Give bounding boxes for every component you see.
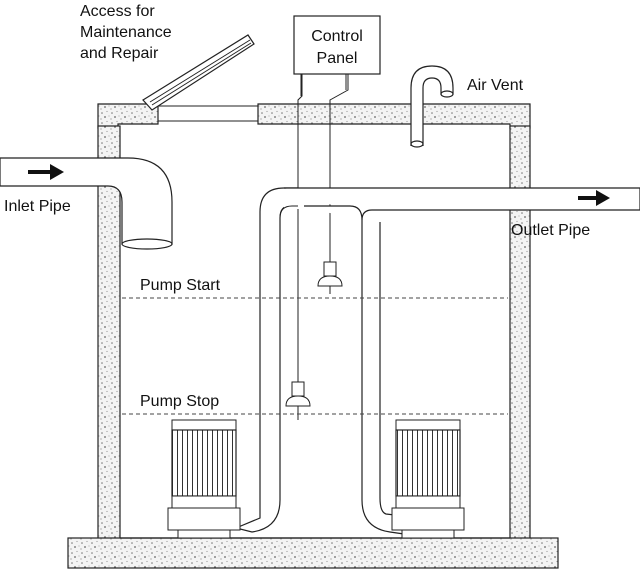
pump-left [168, 420, 240, 538]
control-panel-label-line-2: Panel [317, 50, 358, 67]
float-switch-start [318, 262, 342, 294]
pump-right [392, 420, 464, 538]
pump-start-label: Pump Start [140, 277, 221, 294]
access-label-line-2: Maintenance [80, 24, 172, 41]
air-vent-label: Air Vent [467, 77, 524, 94]
control-panel: Control Panel [294, 16, 380, 74]
base-slab [68, 538, 558, 568]
left-wall [98, 126, 120, 556]
access-label-line-1: Access for [80, 3, 155, 20]
control-panel-label-line-1: Control [311, 28, 363, 45]
top-slab-right [258, 104, 530, 128]
pump-stop-label: Pump Stop [140, 393, 219, 410]
top-slab-left [98, 104, 158, 128]
outlet-pipe-label: Outlet Pipe [511, 222, 590, 239]
access-hatch [143, 35, 258, 121]
inlet-pipe-label: Inlet Pipe [4, 198, 71, 215]
access-label-line-3: and Repair [80, 45, 159, 62]
